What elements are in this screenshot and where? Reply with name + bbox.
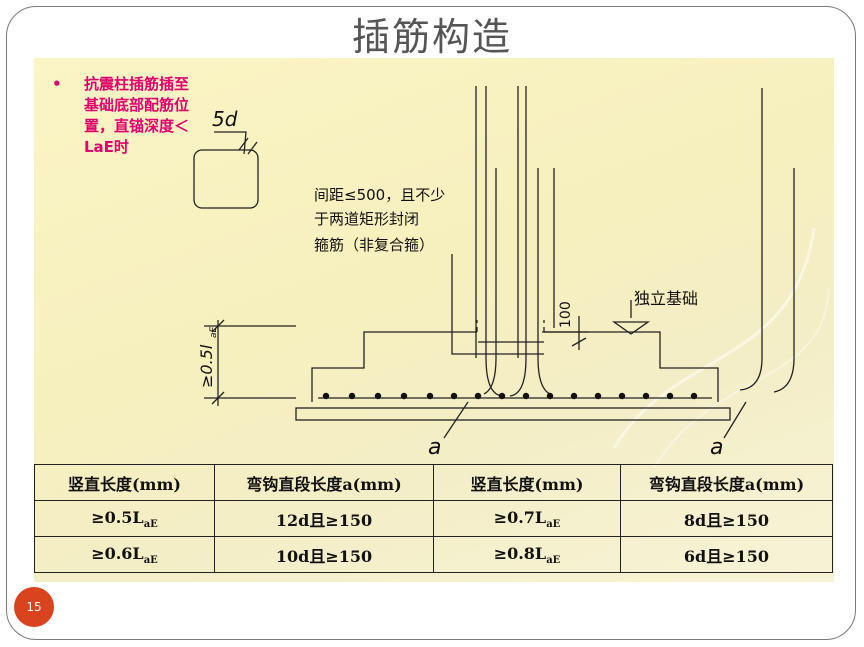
dim-100-label: 100 [558,301,574,328]
table-cell: 10d且≥150 [214,536,434,573]
table-cell: ≥0.8LaE [433,536,621,573]
column-bar-4 [509,86,527,397]
table-header-cell: 弯钩直段长度a(mm) [620,464,833,501]
inner-bar-2 [537,168,551,395]
stirrup-sketch [193,149,259,209]
spacing-note-line3: 箍筋（非复合箍） [314,236,434,254]
table-cell: 6d且≥150 [620,536,833,573]
dim-vertical-main: ≥0.5l [197,344,216,388]
foundation-pointer [611,321,651,335]
label-a-left: a [428,435,441,460]
label-a-right-leader [723,401,747,439]
foundation-outline-right [544,331,719,376]
table-cell: ≥0.7LaE [433,500,621,537]
foundation-label: 独立基础 [634,289,698,308]
stirrup-hook [238,137,258,155]
table-cell: 12d且≥150 [214,500,434,537]
foundation-outline-left [311,331,477,376]
table-cell: ≥0.6LaE [34,536,215,573]
page-number-badge: 15 [14,587,54,627]
dim-vert-tick-bottom [211,391,225,405]
hook-label-5d: 5d [212,107,238,131]
table-header-cell: 弯钩直段长度a(mm) [214,464,434,501]
label-a-right: a [710,435,723,460]
dim-vert-tick-top [211,319,225,333]
note-text: 抗震柱插筋插至基础底部配筋位置，直锚深度＜LaE时 [84,75,190,156]
table-row: ≥0.6LaE 10d且≥150 ≥0.8LaE 6d且≥150 [34,536,833,573]
base-slab [295,407,731,421]
dim-100-tick [571,337,587,347]
note-bullet: • [52,75,62,93]
foundation-top-dashes [476,320,545,332]
spacing-note-line2: 于两道矩形封闭 [314,210,419,228]
stirrup-note-leader [451,254,478,355]
label-a-left-leader [443,401,469,439]
right-column-bar [739,88,763,391]
slide-title: 插筋构造 [351,15,512,59]
table-row: ≥0.5LaE 12d且≥150 ≥0.7LaE 8d且≥150 [34,500,833,537]
right-column-bar-2 [773,168,795,393]
dim-vertical-sub: aE [209,326,219,338]
hook-leader [214,131,247,155]
table-cell: ≥0.5LaE [34,500,215,537]
table-header-cell: 竖直长度(mm) [433,464,621,501]
column-bar-2 [485,86,503,397]
spec-table-wrapper: 竖直长度(mm) 弯钩直段长度a(mm) 竖直长度(mm) 弯钩直段长度a(mm… [34,464,833,573]
table-header-cell: 竖直长度(mm) [34,464,215,501]
inner-bar-1 [483,168,497,395]
spacing-note-line1: 间距≤500，且不少 [314,186,445,204]
background-swirl-decoration [612,227,830,468]
rebar-construction-drawing: 5d 间距≤500，且不少 于两道矩形封闭 箍筋（非复合箍） 100 独立基础 … [193,86,795,460]
table-cell: 8d且≥150 [620,500,833,537]
spec-table: 竖直长度(mm) 弯钩直段长度a(mm) 竖直长度(mm) 弯钩直段长度a(mm… [34,464,833,573]
rebar-dots [322,392,698,400]
table-header-row: 竖直长度(mm) 弯钩直段长度a(mm) 竖直长度(mm) 弯钩直段长度a(mm… [34,464,833,501]
